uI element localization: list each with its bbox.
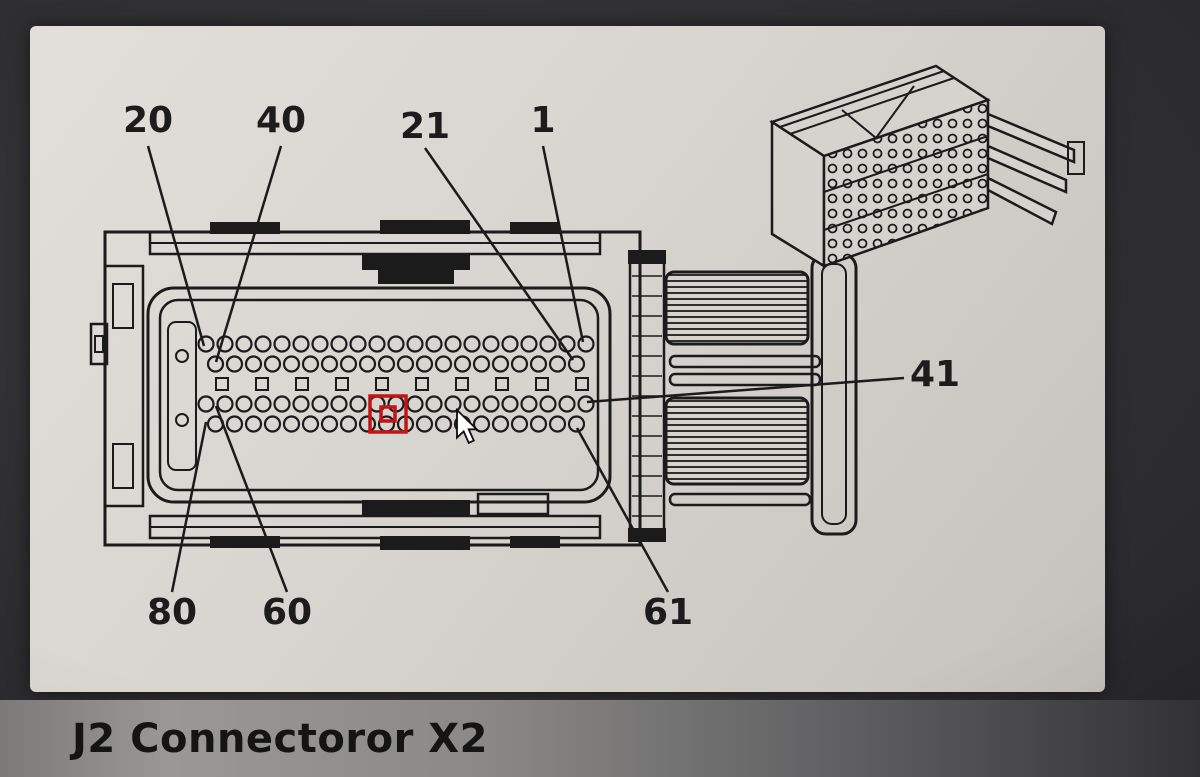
- screen-panel: 20 40 21 1 41 80 60 61: [30, 26, 1105, 692]
- plate-ladder-lines: [632, 275, 662, 517]
- pin-row-21-40[interactable]: [206, 355, 586, 373]
- pin-label-41: 41: [910, 354, 960, 395]
- selection-box-outer: [368, 394, 408, 434]
- keying-slots: [215, 377, 589, 391]
- pin-label-60: 60: [262, 592, 312, 633]
- pin-labels: 20 40 21 1 41 80 60 61: [123, 100, 960, 633]
- pin-grid[interactable]: [197, 335, 595, 433]
- connector-diagram: 20 40 21 1 41 80 60 61: [89, 64, 1085, 633]
- connector-rear-view: [628, 250, 858, 542]
- pin-label-61: 61: [643, 592, 693, 633]
- mouse-cursor-icon: [456, 407, 480, 445]
- pin-label-21: 21: [400, 106, 450, 147]
- pin-row-41-60[interactable]: [197, 395, 595, 413]
- caption-bar: J2 Connectoror X2: [0, 700, 1200, 777]
- pin-label-20: 20: [123, 100, 173, 141]
- pin-row-61-80[interactable]: [206, 415, 586, 433]
- pin-row-1-20[interactable]: [197, 335, 595, 353]
- connector-caption: J2 Connectoror X2: [72, 715, 488, 762]
- selected-pin-indicator: [368, 394, 408, 434]
- connector-isometric-view: [769, 64, 1085, 269]
- selection-box-inner: [379, 405, 397, 423]
- connector-face-view[interactable]: [89, 220, 642, 550]
- pin-label-1: 1: [530, 100, 555, 141]
- pin-label-40: 40: [256, 100, 306, 141]
- callout-leader-lines: [146, 145, 905, 593]
- pin-label-80: 80: [147, 592, 197, 633]
